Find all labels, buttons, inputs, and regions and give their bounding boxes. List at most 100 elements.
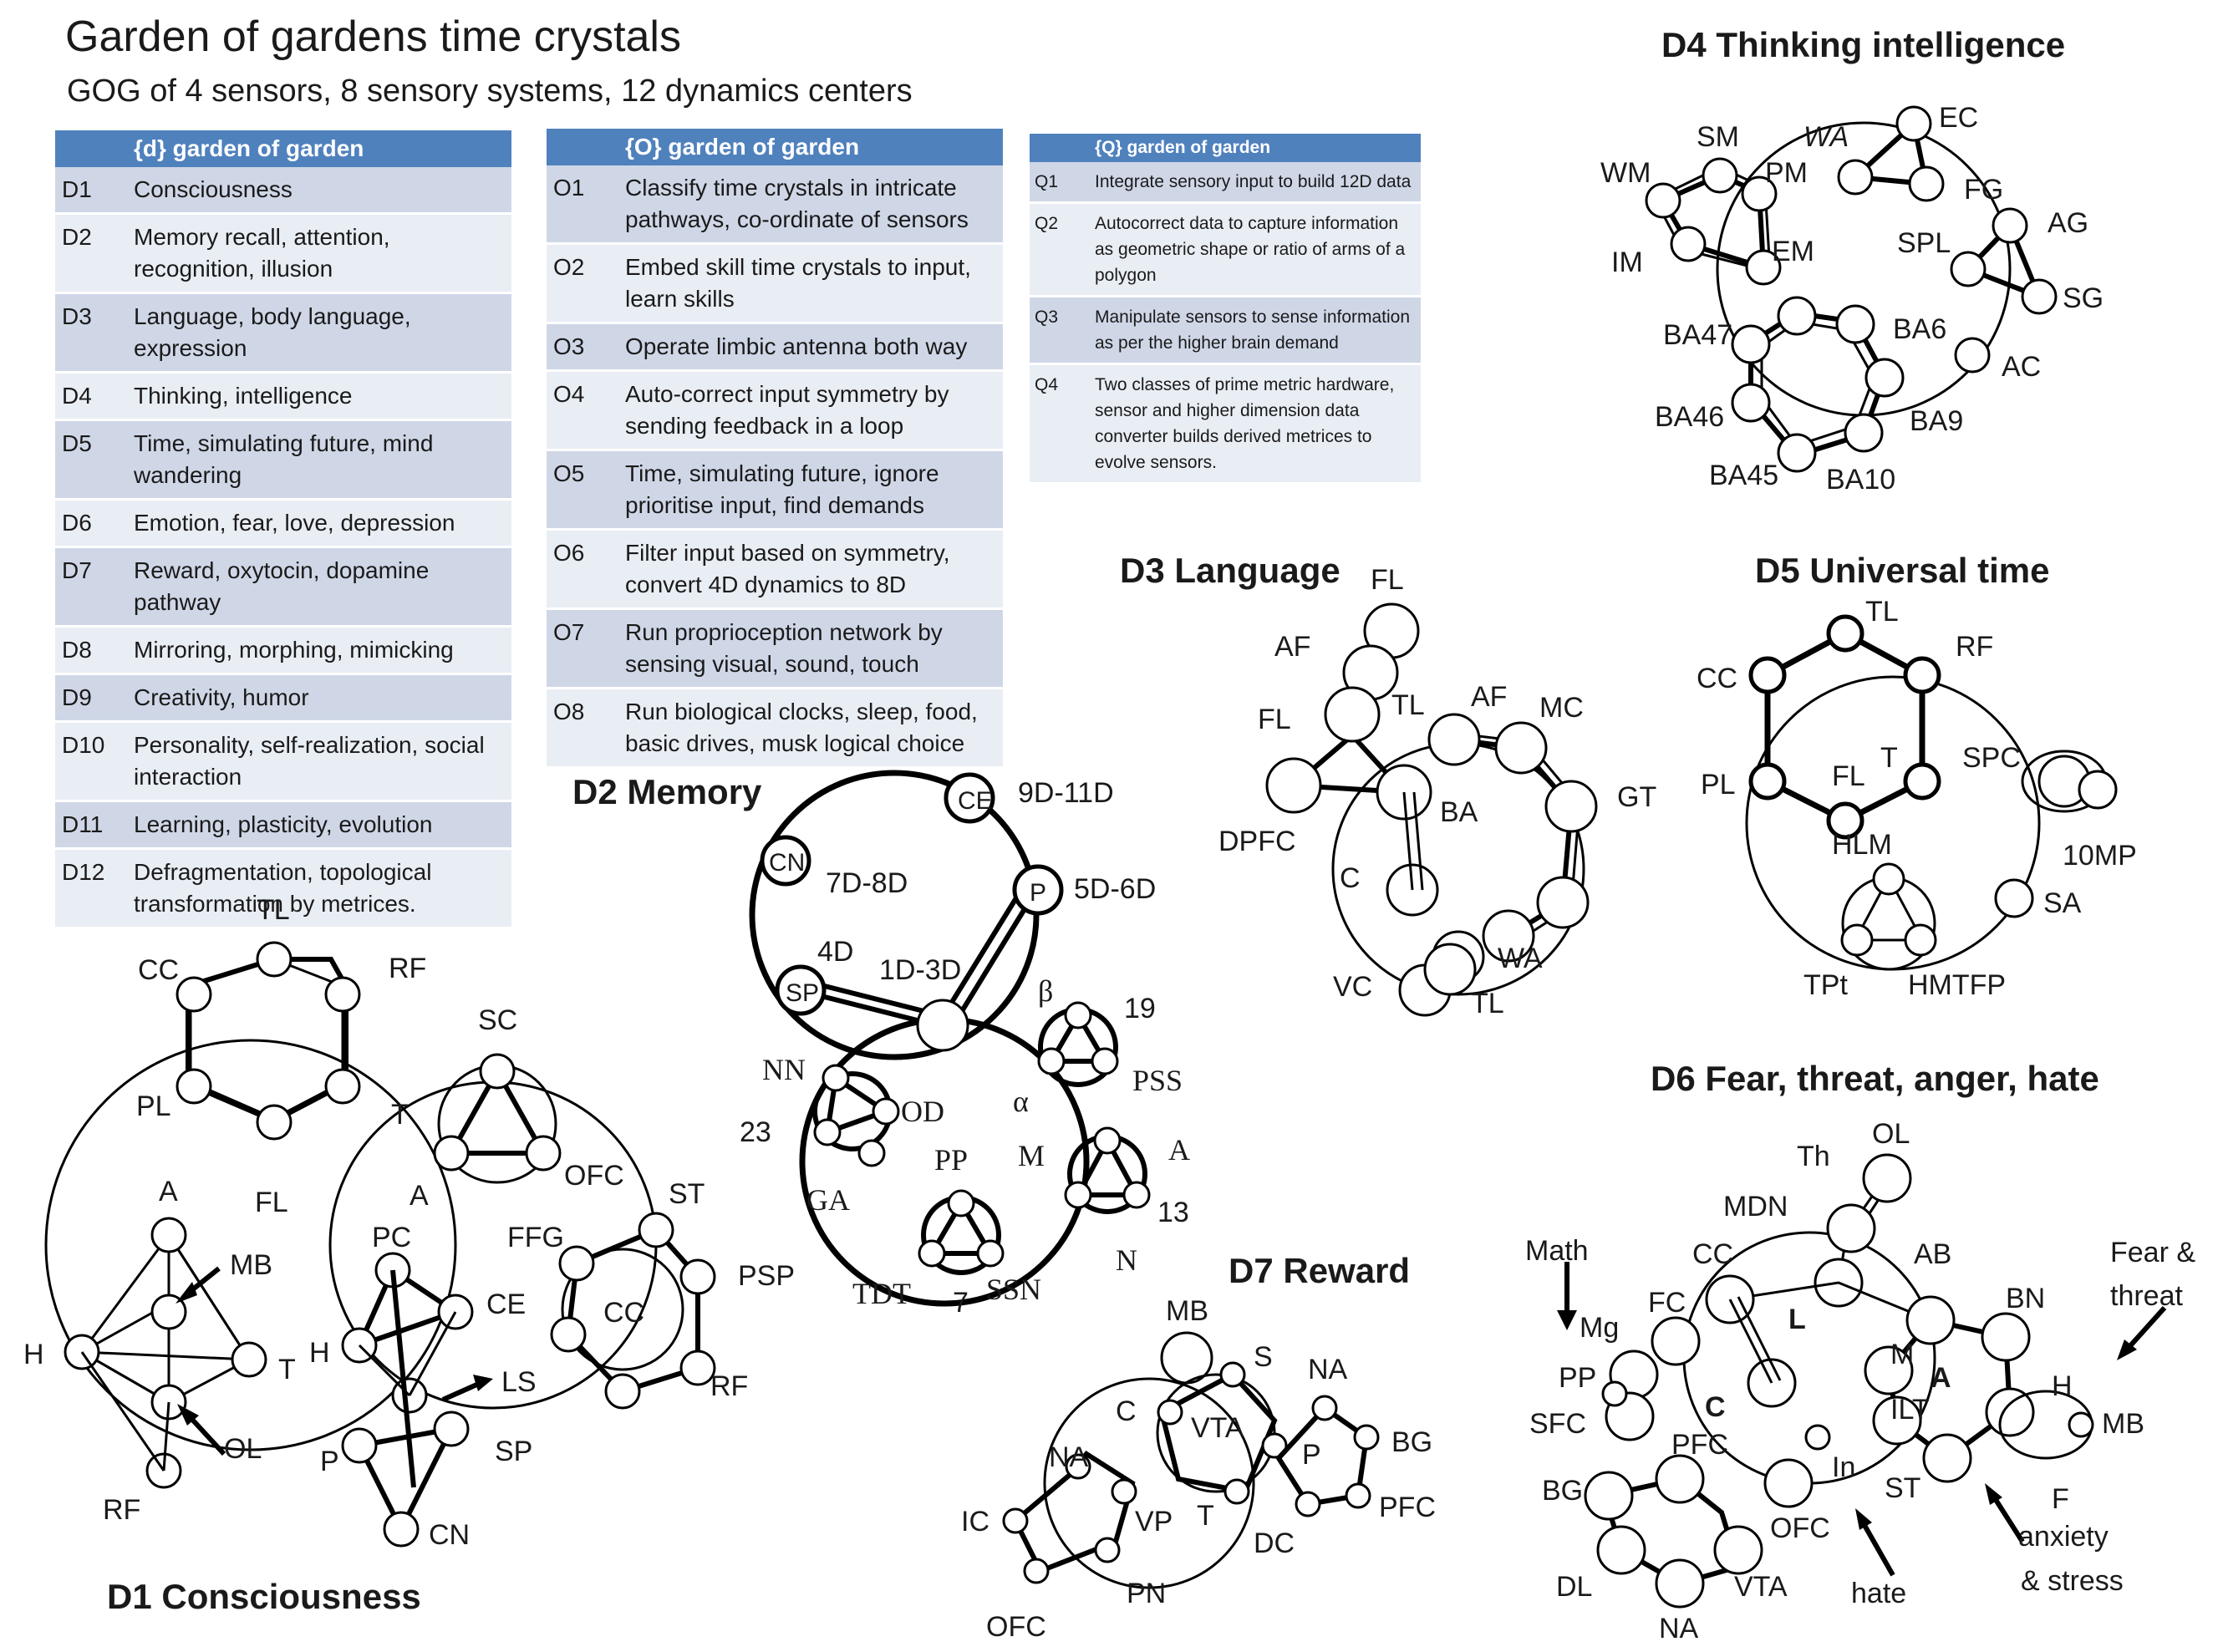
- table-d-row-text: Reward, oxytocin, dopamine pathway: [127, 548, 511, 628]
- d1-label-ffg: FFG: [507, 1222, 564, 1253]
- d4-node-ba46: [1731, 383, 1771, 423]
- table-d-row-id: D5: [55, 421, 127, 501]
- d1-label-rf2: RF: [103, 1494, 140, 1526]
- d5-hlm-cluster: [1840, 862, 1937, 971]
- d4-node-wm: [1645, 182, 1681, 219]
- d5-universal-time-diagram: TL CC RF T SPC PL FL HLM 10MP SA TPt HMT…: [1697, 551, 2137, 1001]
- d1-node-sc2: [433, 1135, 470, 1172]
- d1-label-cc: CC: [138, 954, 179, 986]
- d4-label-sm: SM: [1697, 121, 1739, 153]
- d5-label-cc: CC: [1697, 663, 1737, 694]
- d4-node-ba10: [1844, 413, 1884, 453]
- d3-label-c: C: [1340, 862, 1361, 894]
- d5-circle: [1745, 675, 2041, 971]
- d4-node-ba9: [1864, 358, 1905, 398]
- d4-ec-triangle: [1849, 119, 1930, 187]
- d1-label-sp: SP: [495, 1436, 532, 1467]
- d1-node-cc4: [550, 1316, 587, 1353]
- d2-label-p: P: [1030, 879, 1046, 907]
- d2-beta-cluster: [1037, 1001, 1119, 1087]
- d2-label-nn: NN: [762, 1053, 806, 1086]
- d2-node-1d3d: [916, 999, 969, 1052]
- d1-node-t2: [231, 1341, 267, 1378]
- d7-label-s: S: [1254, 1341, 1273, 1373]
- d4-label-spl: SPL: [1897, 227, 1951, 259]
- table-q-row-id: Q4: [1030, 365, 1090, 485]
- d1-label-rf3: RF: [710, 1370, 748, 1402]
- d1-label-sc: SC: [478, 1004, 517, 1036]
- d6-label-mdn: MDN: [1723, 1191, 1788, 1222]
- d2-label-pss: PSS: [1132, 1064, 1183, 1097]
- d3-label-dpfc: DPFC: [1218, 826, 1296, 857]
- d3-label-fl2: FL: [1258, 704, 1291, 735]
- d1-node-t: [324, 1068, 361, 1105]
- d1-node-psp: [679, 1258, 716, 1295]
- d6-label-h: H: [2052, 1370, 2073, 1402]
- d3-label-gt: GT: [1617, 781, 1656, 813]
- d2-label-23: 23: [740, 1116, 771, 1148]
- d5-hexagon: [1764, 630, 1925, 824]
- d3-label-ba: BA: [1440, 796, 1478, 828]
- d5-label-10mp: 10MP: [2063, 840, 2137, 872]
- d6-label-ilt: ILT: [1890, 1394, 1930, 1426]
- table-o-row-text: Auto-correct input symmetry by sending f…: [618, 372, 1003, 451]
- d5-label-tl: TL: [1865, 596, 1899, 628]
- d4-node-pm: [1741, 175, 1778, 212]
- d5-node-t: [1903, 762, 1941, 801]
- table-o-row-id: O3: [547, 324, 618, 372]
- d7-node-p1: [1261, 1432, 1288, 1459]
- table-d-row-id: D9: [55, 675, 127, 723]
- d1-consciousness-diagram: TL CC RF PL FL T A MB H T OL RF SC OFC S…: [23, 894, 795, 1616]
- d6-label-ol: OL: [1872, 1118, 1910, 1150]
- table-d-row-text: Personality, self-realization, social in…: [127, 723, 511, 802]
- d3-label-mc: MC: [1539, 692, 1584, 724]
- d6-label-bn: BN: [2006, 1283, 2045, 1314]
- d4-node-fg: [1908, 165, 1945, 202]
- d2-label-1d3d: 1D-3D: [879, 954, 961, 986]
- d2-od-cluster: [812, 1064, 900, 1167]
- d1-ls-arrow: [441, 1380, 482, 1402]
- table-o-row-id: O1: [547, 165, 618, 245]
- d6-anxiety-arrow: [1991, 1494, 2025, 1543]
- d7-label-c: C: [1116, 1395, 1137, 1427]
- d4-node-ba6: [1777, 296, 1817, 336]
- page-title: Garden of gardens time crystals: [65, 13, 681, 61]
- d6-label-st: ST: [1885, 1472, 1920, 1504]
- table-o-row-text: Classify time crystals in intricate path…: [618, 165, 1003, 245]
- d5-label-sa: SA: [2043, 887, 2082, 919]
- d6-label-na: NA: [1659, 1613, 1699, 1644]
- d1-label-psp: PSP: [738, 1260, 795, 1292]
- d6-label-m: M: [1890, 1339, 1914, 1370]
- d1-label-ofc: OFC: [564, 1160, 624, 1192]
- d3-label-vc: VC: [1333, 971, 1372, 1003]
- d4-thinking-diagram: SM WA EC WM PM FG IM EM SPL AG SG BA47 B…: [1600, 25, 2104, 496]
- d7-label-dc: DC: [1254, 1527, 1295, 1559]
- d4-label-ba6: BA6: [1893, 313, 1946, 345]
- d6-label-sfc: SFC: [1529, 1408, 1586, 1440]
- d3-node-tl: [1324, 686, 1381, 743]
- table-o-row-text: Run biological clocks, sleep, food, basi…: [618, 689, 1003, 769]
- table-d-row-id: D1: [55, 167, 127, 215]
- d4-label-ec: EC: [1939, 102, 1978, 134]
- d6-fear-arrow: [2124, 1305, 2167, 1352]
- d4-node-ba6b: [1835, 304, 1875, 344]
- d5-label-spc: SPC: [1962, 742, 2021, 774]
- d4-label-wm: WM: [1600, 157, 1651, 189]
- d1-node-rf: [324, 976, 361, 1013]
- page-subtitle: GOG of 4 sensors, 8 sensory systems, 12 …: [67, 74, 913, 109]
- d2-label-sp: SP: [786, 979, 819, 1007]
- d6-label-ofc: OFC: [1770, 1512, 1830, 1544]
- table-o-row-text: Operate limbic antenna both way: [618, 324, 1003, 372]
- d2-title: D2 Memory: [572, 772, 762, 811]
